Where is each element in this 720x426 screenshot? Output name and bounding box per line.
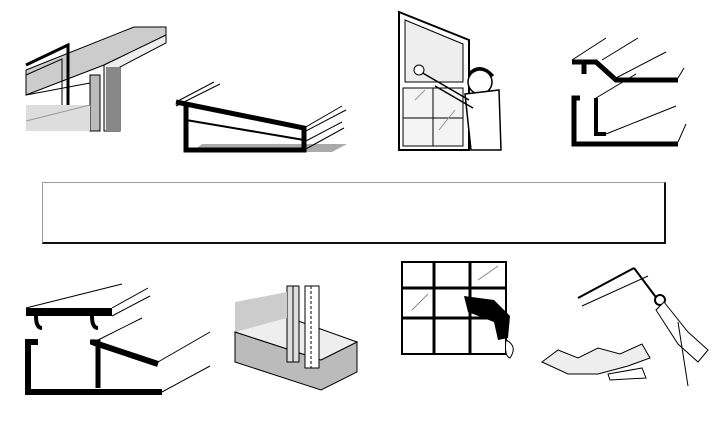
snap-profile-icon xyxy=(571,37,687,147)
sloped-profile-icon xyxy=(175,81,347,153)
scraper-tool-icon xyxy=(541,267,709,387)
window-frame-corner-icon xyxy=(25,26,167,132)
window-sill-icon xyxy=(233,285,359,391)
man-installing-window-icon xyxy=(398,10,502,151)
heat-gun-window-icon xyxy=(401,261,514,359)
double-channel-profile-icon xyxy=(25,283,211,395)
text-box[interactable] xyxy=(42,182,666,244)
